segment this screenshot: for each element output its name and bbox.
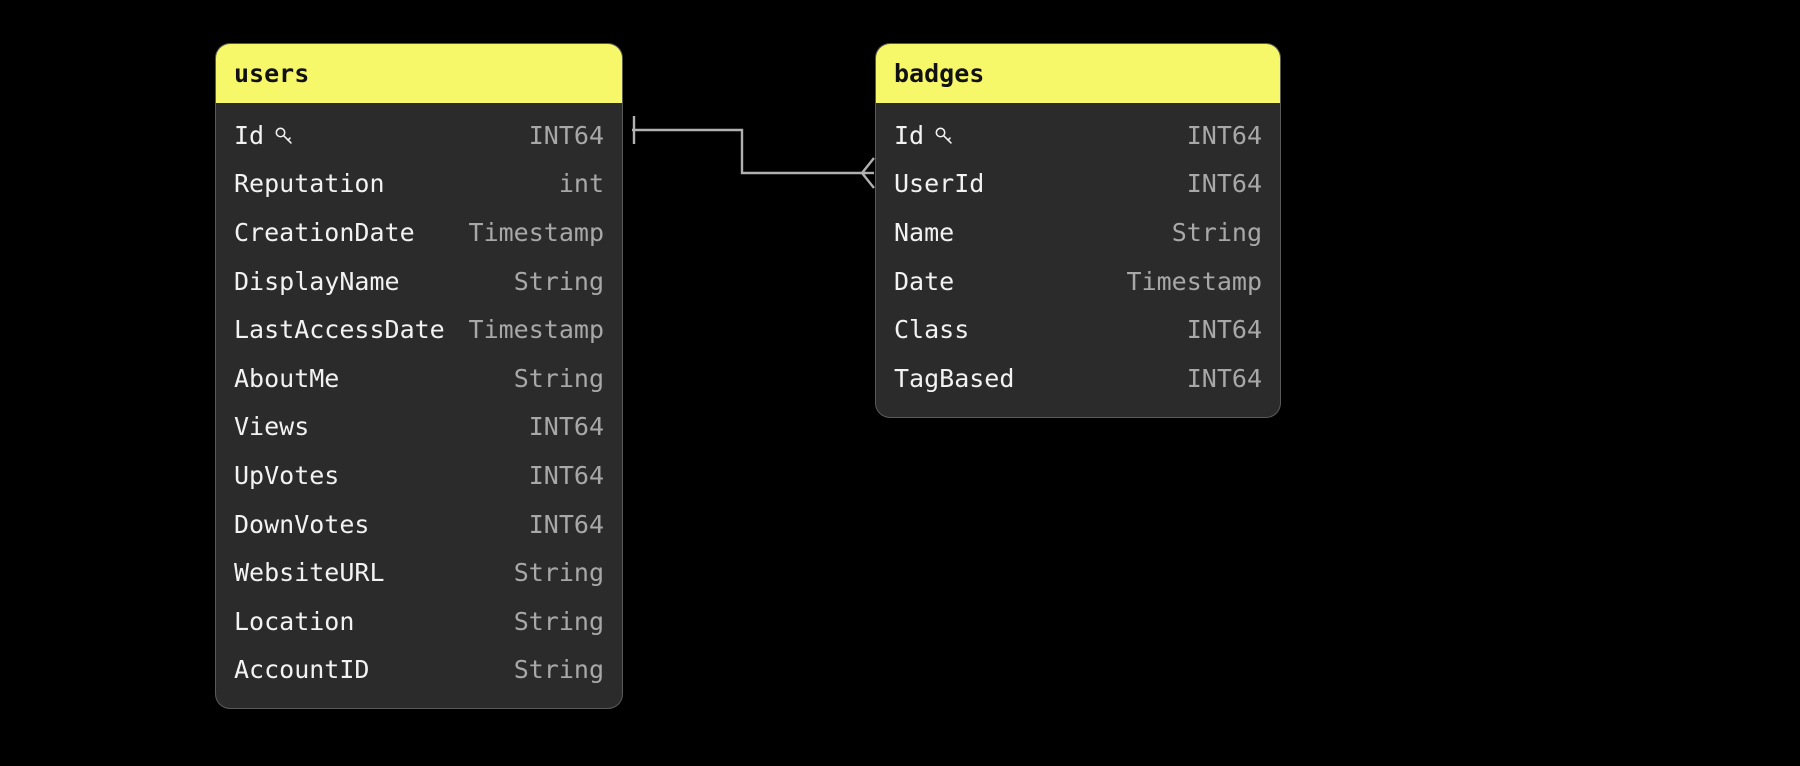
table-row[interactable]: Views INT64 <box>216 403 622 452</box>
field-label: Class <box>894 315 970 345</box>
field-label: LastAccessDate <box>234 315 445 345</box>
field-name-cell: Class <box>894 317 969 342</box>
field-name-cell: Views <box>234 414 309 439</box>
field-label: CreationDate <box>234 217 415 247</box>
field-type-cell: Timestamp <box>468 315 604 345</box>
field-name-cell: Id <box>894 123 955 148</box>
field-label: Views <box>234 412 310 442</box>
key-icon <box>933 125 955 147</box>
field-type-cell: INT64 <box>1186 169 1262 199</box>
field-name-cell: CreationDate <box>234 220 415 245</box>
field-label: Date <box>894 266 955 296</box>
field-label: Location <box>234 606 355 636</box>
field-type-cell: String <box>1171 217 1262 247</box>
field-label: UserId <box>894 169 985 199</box>
field-label: Id <box>234 120 265 150</box>
field-name-cell: Location <box>234 609 354 634</box>
field-name-cell: UpVotes <box>234 463 339 488</box>
field-name-cell: DisplayName <box>234 269 400 294</box>
table-row[interactable]: UpVotes INT64 <box>216 451 622 500</box>
table-row[interactable]: WebsiteURL String <box>216 548 622 597</box>
field-label: DownVotes <box>234 509 370 539</box>
field-label: Name <box>894 217 955 247</box>
key-icon <box>273 125 295 147</box>
entity-title-users: users <box>216 44 622 103</box>
field-type-cell: INT64 <box>1186 315 1262 345</box>
field-type-cell: String <box>513 558 604 588</box>
field-type-cell: INT64 <box>528 460 604 490</box>
table-row[interactable]: Name String <box>876 208 1280 257</box>
entity-fields-users: Id INT64 Reputation int <box>216 103 622 708</box>
field-name-cell: WebsiteURL <box>234 560 385 585</box>
table-row[interactable]: CreationDate Timestamp <box>216 208 622 257</box>
field-label: AccountID <box>234 655 370 685</box>
table-row[interactable]: Id INT64 <box>876 111 1280 160</box>
field-type-cell: INT64 <box>528 412 604 442</box>
field-type-cell: String <box>513 606 604 636</box>
field-name-cell: DownVotes <box>234 512 369 537</box>
table-row[interactable]: LastAccessDate Timestamp <box>216 305 622 354</box>
table-row[interactable]: Id INT64 <box>216 111 622 160</box>
table-row[interactable]: AboutMe String <box>216 354 622 403</box>
cardinality-many-marker <box>860 157 875 189</box>
table-row[interactable]: Class INT64 <box>876 305 1280 354</box>
field-name-cell: Reputation <box>234 171 385 196</box>
table-row[interactable]: DisplayName String <box>216 257 622 306</box>
relationship-line <box>632 128 866 175</box>
field-name-cell: AccountID <box>234 657 369 682</box>
entity-fields-badges: Id INT64 UserId INT64 <box>876 103 1280 417</box>
field-name-cell: TagBased <box>894 366 1014 391</box>
field-type-cell: INT64 <box>1186 120 1262 150</box>
table-row[interactable]: DownVotes INT64 <box>216 500 622 549</box>
field-label: TagBased <box>894 363 1015 393</box>
field-type-cell: String <box>513 655 604 685</box>
table-row[interactable]: Date Timestamp <box>876 257 1280 306</box>
field-label: Id <box>894 120 925 150</box>
field-name-cell: AboutMe <box>234 366 339 391</box>
field-name-cell: Name <box>894 220 954 245</box>
table-row[interactable]: TagBased INT64 <box>876 354 1280 403</box>
field-label: UpVotes <box>234 460 340 490</box>
field-name-cell: Id <box>234 123 295 148</box>
field-label: AboutMe <box>234 363 340 393</box>
field-type-cell: Timestamp <box>468 217 604 247</box>
field-type-cell: INT64 <box>528 120 604 150</box>
field-type-cell: String <box>513 266 604 296</box>
entity-title-badges: badges <box>876 44 1280 103</box>
table-row[interactable]: AccountID String <box>216 646 622 695</box>
field-name-cell: UserId <box>894 171 984 196</box>
field-type-cell: String <box>513 363 604 393</box>
field-type-cell: INT64 <box>1186 363 1262 393</box>
field-label: DisplayName <box>234 266 400 296</box>
field-name-cell: LastAccessDate <box>234 317 445 342</box>
table-row[interactable]: Location String <box>216 597 622 646</box>
field-label: WebsiteURL <box>234 558 385 588</box>
field-type-cell: INT64 <box>528 509 604 539</box>
entity-card-users[interactable]: users Id INT64 Reputati <box>216 44 622 709</box>
field-type-cell: Timestamp <box>1126 266 1262 296</box>
entity-card-badges[interactable]: badges Id INT64 UserId <box>876 44 1280 417</box>
table-row[interactable]: UserId INT64 <box>876 160 1280 209</box>
table-row[interactable]: Reputation int <box>216 160 622 209</box>
field-type-cell: int <box>558 169 604 199</box>
field-name-cell: Date <box>894 269 954 294</box>
field-label: Reputation <box>234 169 385 199</box>
